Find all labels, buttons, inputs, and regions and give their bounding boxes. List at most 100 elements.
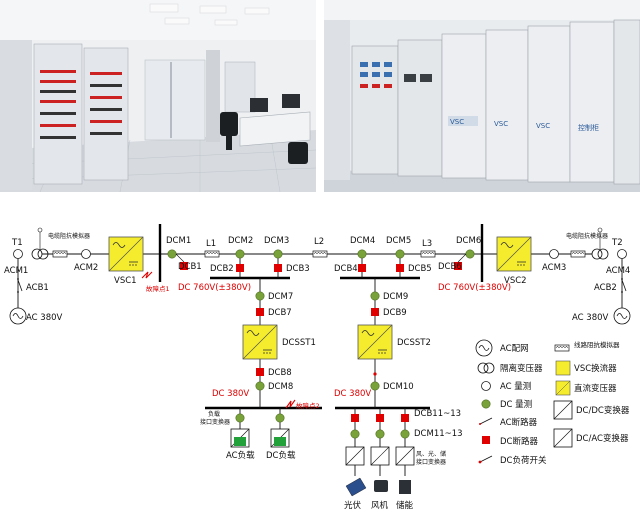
label-dcm5: DCM5 (386, 236, 411, 246)
label-dcm2: DCM2 (228, 236, 253, 246)
legend-vsc-icon (555, 360, 571, 376)
label-pv: 光伏 (344, 500, 362, 511)
dcm10-meter-icon (370, 381, 380, 391)
ac-source-right-icon (613, 307, 631, 325)
label-dcb8: DCB8 (268, 368, 292, 378)
storage-converter-icon (395, 446, 415, 466)
legend-line-sim: 线路阻抗模拟器 (574, 340, 620, 349)
dcb7-breaker-icon[interactable] (256, 308, 264, 316)
legend-dc-measure-icon (481, 399, 491, 409)
label-dcm3: DCM3 (264, 236, 289, 246)
acm1-meter-icon (13, 249, 23, 259)
dcb4-breaker-icon[interactable] (358, 264, 366, 272)
legend-dc-load-switch-icon (478, 455, 493, 464)
label-acm4: ACM4 (606, 266, 630, 276)
label-line-sim-left: 电缆阻抗模拟器 (48, 232, 90, 240)
label-dcm6: DCM6 (456, 236, 481, 246)
label-t1: T1 (11, 238, 23, 248)
vsc2-converter[interactable] (496, 236, 532, 272)
dcm5-meter-icon (395, 249, 405, 259)
label-dc760-right: DC 760V(±380V) (438, 283, 511, 293)
dcb11-breaker-icon[interactable] (351, 414, 359, 422)
label-wind: 风机 (371, 500, 389, 511)
label-dcb7: DCB7 (268, 308, 292, 318)
label-dcm8: DCM8 (268, 382, 293, 392)
battery-icon (399, 480, 411, 494)
label-dcm10: DCM10 (383, 382, 414, 392)
label-load-conv-2: 接口变换器 (200, 418, 230, 426)
label-dc760-left: DC 760V(±380V) (178, 283, 251, 293)
label-vsc1: VSC1 (114, 276, 137, 286)
label-dc380-right: DC 380V (334, 389, 371, 399)
label-dcb4: DCB4 (334, 264, 358, 274)
legend-dc-breaker-icon (482, 436, 490, 444)
ac-load-block (234, 437, 246, 446)
legend-dc-converter: 直流变压器 (574, 383, 617, 394)
ac-load-meter-icon (235, 413, 245, 423)
legend-transformer-icon (477, 362, 495, 374)
label-line-sim-right: 电缆阻抗模拟器 (566, 232, 608, 240)
dc-load-meter-icon (275, 413, 285, 423)
dcm8-meter-icon (255, 381, 265, 391)
dcb8-breaker-icon[interactable] (256, 368, 264, 376)
dcb3-breaker-icon[interactable] (274, 264, 282, 272)
cabinet-label-2: VSC (494, 120, 508, 128)
wind-converter-icon (370, 446, 390, 466)
vsc1-converter[interactable] (108, 236, 144, 272)
label-acb2: ACB2 (594, 283, 617, 293)
dcb9-breaker-icon[interactable] (371, 308, 379, 316)
label-dcb3: DCB3 (286, 264, 310, 274)
legend-vsc: VSC换流器 (574, 363, 617, 374)
photo-vsc-cabinets: VSC VSC VSC 控制柜 (324, 0, 640, 192)
ground-t1-icon (37, 227, 43, 233)
dcm13-meter-icon (400, 429, 410, 439)
ground-t2-icon (597, 227, 603, 233)
label-dcb2: DCB2 (210, 264, 234, 274)
label-dcb6: DCB6 (438, 262, 462, 272)
dcm12-meter-icon (375, 429, 385, 439)
line-l1-icon (204, 250, 220, 258)
label-load-conv: 负载 (208, 410, 220, 418)
legend-ac-grid: AC配网 (500, 344, 529, 354)
label-dc-load: DC负载 (266, 450, 296, 461)
pv-panel-icon (345, 477, 367, 497)
label-ac-load: AC负载 (226, 450, 255, 461)
label-dcm4: DCM4 (350, 236, 375, 246)
dcm2-meter-icon (235, 249, 245, 259)
legend-ac-grid-icon (475, 339, 493, 357)
cabinet-label-1: VSC (450, 118, 464, 126)
label-dcsst1: DCSST1 (282, 338, 316, 348)
label-storage: 储能 (396, 500, 414, 511)
legend-ac-measure-icon (481, 381, 491, 391)
legend-dcac-icon (553, 428, 573, 448)
label-vsc2: VSC2 (504, 276, 527, 286)
dcb13-breaker-icon[interactable] (401, 414, 409, 422)
pv-converter-icon (345, 446, 365, 466)
legend-dc-breaker: DC断路器 (500, 436, 538, 447)
legend-ac-breaker: AC断路器 (500, 417, 538, 428)
line-simulator-right-icon (570, 250, 586, 258)
dcb2-breaker-icon[interactable] (236, 264, 244, 272)
legend-transformer: 隔离变压器 (500, 363, 543, 374)
acm3-meter-icon (549, 249, 559, 259)
dcm6-meter-icon (465, 249, 475, 259)
label-ac-source-left: AC 380V (26, 313, 63, 323)
line-simulator-left-icon (52, 250, 68, 258)
dcsst1-converter[interactable] (242, 324, 278, 360)
dcsst2-converter[interactable] (357, 324, 393, 360)
dcb5-breaker-icon[interactable] (396, 264, 404, 272)
legend-ac-breaker-icon (479, 417, 493, 425)
legend-dc-measure: DC 量测 (500, 400, 532, 410)
wind-turbine-icon (374, 480, 388, 492)
label-dc380-left: DC 380V (212, 389, 249, 399)
dcm7-meter-icon (255, 291, 265, 301)
label-dcm1: DCM1 (166, 236, 191, 246)
legend-dc-load-switch: DC负荷开关 (500, 455, 547, 466)
label-src-conv: 风、光、储 (416, 450, 446, 458)
label-l3: L3 (422, 239, 432, 249)
label-fault1: 故障点1 (146, 284, 170, 293)
label-dcm9: DCM9 (383, 292, 408, 302)
dcb12-breaker-icon[interactable] (376, 414, 384, 422)
dc-load-switch-icon[interactable] (373, 372, 377, 376)
legend: AC配网 线路阻抗模拟器 隔离变压器 VSC换流器 AC 量测 直流变压器 DC… (475, 339, 630, 466)
